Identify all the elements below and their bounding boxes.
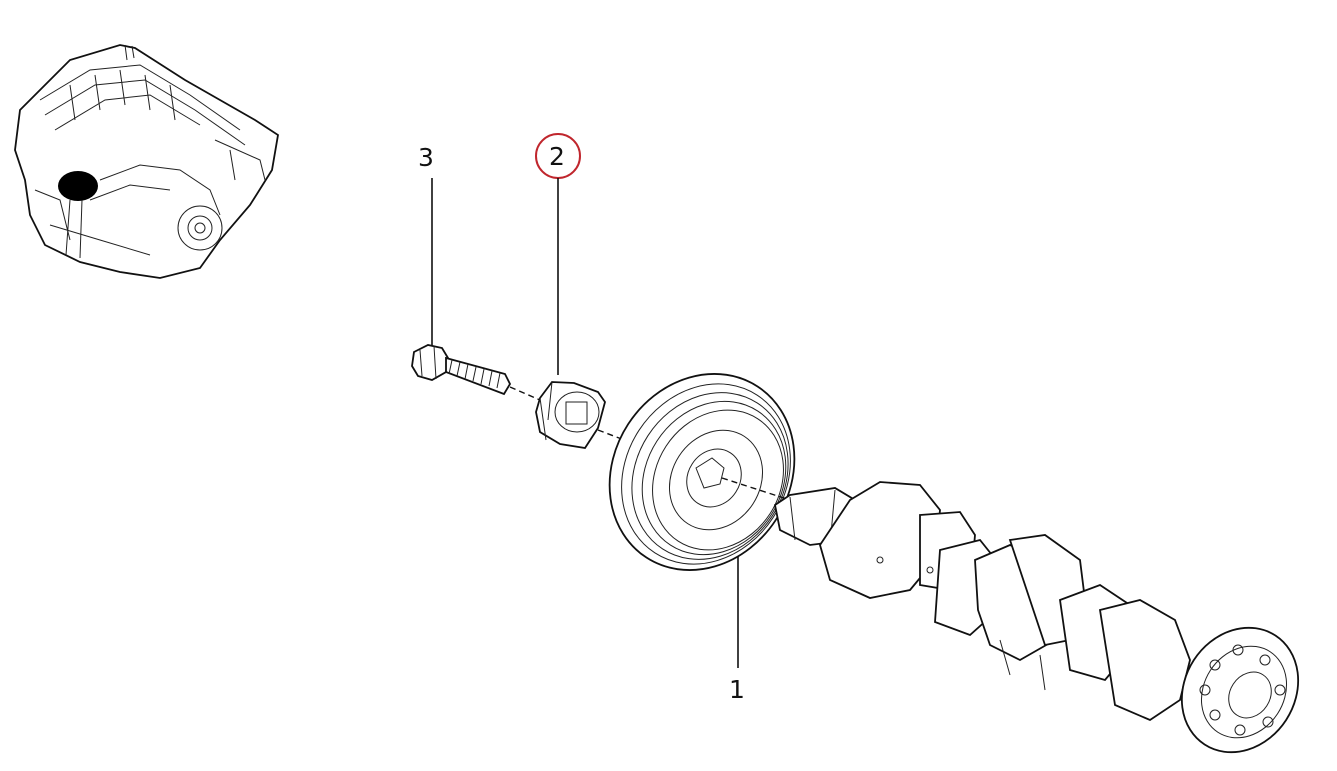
bolt-part [411, 344, 541, 401]
washer-part [535, 381, 641, 449]
callout-2: 2 [535, 133, 581, 375]
callout-3-label: 3 [418, 143, 434, 172]
engine-overview-thumbnail [14, 44, 279, 279]
highlight-location-marker [58, 171, 98, 201]
pulley-part [608, 373, 796, 571]
callout-2-label: 2 [549, 142, 565, 171]
callout-1-label: 1 [729, 675, 745, 704]
crankshaft-part [773, 481, 1300, 754]
callout-3: 3 [418, 143, 434, 347]
